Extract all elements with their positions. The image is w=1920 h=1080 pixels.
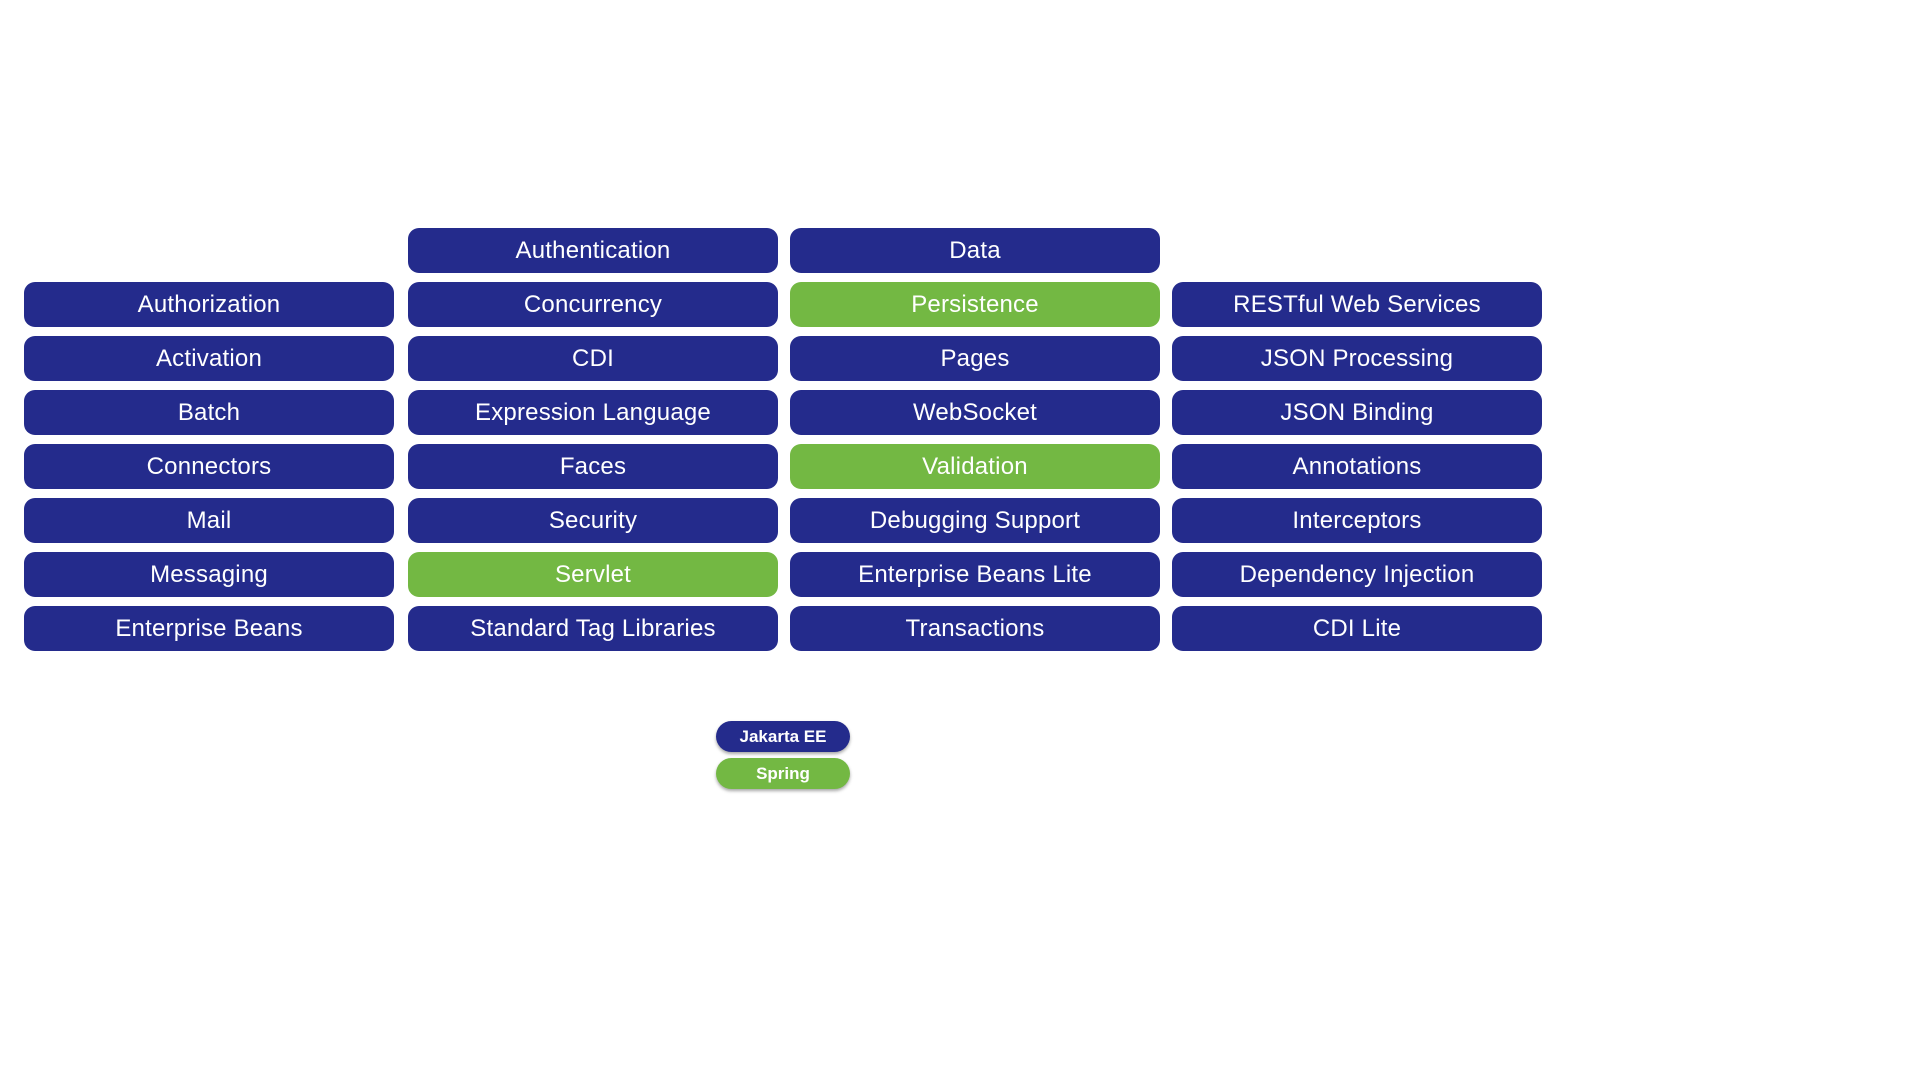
spec-pill-mail: Mail — [24, 498, 394, 543]
legend-pill-jakarta-ee: Jakarta EE — [716, 721, 850, 752]
spec-pill-authorization: Authorization — [24, 282, 394, 327]
spec-pill-connectors: Connectors — [24, 444, 394, 489]
spec-pill-validation: Validation — [790, 444, 1160, 489]
spec-pill-security: Security — [408, 498, 778, 543]
spec-pill-cdi-lite: CDI Lite — [1172, 606, 1542, 651]
spec-pill-debugging-support: Debugging Support — [790, 498, 1160, 543]
legend-pill-spring: Spring — [716, 758, 850, 789]
spec-pill-pages: Pages — [790, 336, 1160, 381]
spec-pill-concurrency: Concurrency — [408, 282, 778, 327]
spec-column-1: Authorization Activation Batch Connector… — [24, 282, 394, 651]
spec-pill-servlet: Servlet — [408, 552, 778, 597]
spec-pill-standard-tag-libraries: Standard Tag Libraries — [408, 606, 778, 651]
spec-pill-json-binding: JSON Binding — [1172, 390, 1542, 435]
spec-pill-enterprise-beans: Enterprise Beans — [24, 606, 394, 651]
spec-pill-authentication: Authentication — [408, 228, 778, 273]
spec-pill-data: Data — [790, 228, 1160, 273]
spec-pill-batch: Batch — [24, 390, 394, 435]
spec-pill-cdi: CDI — [408, 336, 778, 381]
spec-column-2: Authentication Concurrency CDI Expressio… — [408, 228, 778, 651]
legend: Jakarta EE Spring — [716, 721, 850, 789]
spec-pill-transactions: Transactions — [790, 606, 1160, 651]
spec-pill-enterprise-beans-lite: Enterprise Beans Lite — [790, 552, 1160, 597]
spec-pill-restful-web-services: RESTful Web Services — [1172, 282, 1542, 327]
spec-pill-persistence: Persistence — [790, 282, 1160, 327]
spec-pill-json-processing: JSON Processing — [1172, 336, 1542, 381]
spec-column-3: Data Persistence Pages WebSocket Validat… — [790, 228, 1160, 651]
spec-pill-annotations: Annotations — [1172, 444, 1542, 489]
spec-column-4: RESTful Web Services JSON Processing JSO… — [1172, 282, 1542, 651]
spec-pill-messaging: Messaging — [24, 552, 394, 597]
spec-pill-faces: Faces — [408, 444, 778, 489]
spec-pill-expression-language: Expression Language — [408, 390, 778, 435]
spec-pill-dependency-injection: Dependency Injection — [1172, 552, 1542, 597]
spec-pill-websocket: WebSocket — [790, 390, 1160, 435]
spec-pill-interceptors: Interceptors — [1172, 498, 1542, 543]
spec-pill-activation: Activation — [24, 336, 394, 381]
